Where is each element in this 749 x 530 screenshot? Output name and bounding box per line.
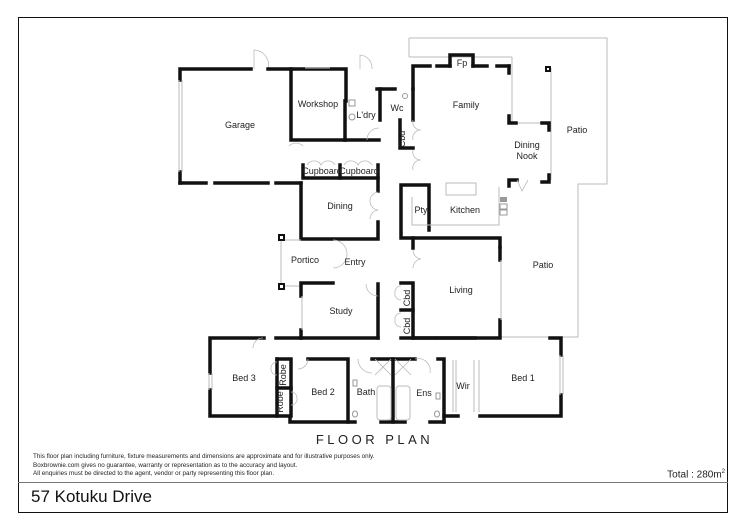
bedroom-wing-walls [208,336,564,424]
total-area-label: Total : 280m [667,469,722,481]
property-address: 57 Kotuku Drive [31,487,152,506]
room-label-cbd-living-2: Cbd [402,318,412,335]
room-label-laundry: L'dry [356,110,376,120]
cupboard-walls [301,160,380,180]
room-label-bath: Bath [357,387,376,397]
family-walls [411,53,551,192]
total-area: Total : 280m2 [667,469,725,480]
room-label-cbd-family: Cbd [397,131,407,148]
room-label-wc: Wc [391,103,404,113]
room-label-portico: Portico [291,255,319,265]
room-label-workshop: Workshop [298,99,338,109]
portico [278,234,348,290]
disclaimer-line-1: This floor plan including furniture, fix… [33,453,375,460]
laundry-wc-walls [343,54,415,150]
room-label-study: Study [329,306,353,316]
room-label-living: Living [449,285,473,295]
room-label-fireplace: Fp [457,58,468,68]
room-label-cupboard-2: Cupboard [339,166,379,176]
room-label-bed-1: Bed 1 [511,373,535,383]
room-label-pantry: Pty [414,205,428,215]
garage-walls [178,49,348,185]
workshop-walls [288,67,347,147]
room-label-kitchen: Kitchen [450,205,480,215]
room-label-garage: Garage [225,120,255,130]
room-label-family: Family [453,100,480,110]
room-label-patio-north: Patio [567,125,588,135]
room-label-dining: Dining [327,201,353,211]
floor-plan-frame [18,17,728,513]
room-label-patio-south: Patio [533,260,554,270]
room-label-wir: Wir [456,381,470,391]
footer-divider [18,482,728,483]
patio-outline [409,37,608,338]
room-label-cupboard-1: Cupboard [302,166,342,176]
room-label-bed-3: Bed 3 [232,373,256,383]
kitchen-walls [399,119,508,249]
room-label-ensuite: Ens [416,388,432,398]
floor-plan-title: FLOOR PLAN [315,432,434,447]
disclaimer-line-3: All enquiries must be directed to the ag… [33,470,275,478]
room-label-cbd-living-1: Cbd [402,290,412,307]
room-label-robe-bed3: Robe [278,364,288,386]
disclaimer: This floor plan including furniture, fix… [33,453,375,479]
dining-walls [299,176,380,241]
room-label-bed-2: Bed 2 [311,387,335,397]
room-label-entry: Entry [344,257,366,267]
total-area-unit-exponent: 2 [721,469,725,475]
disclaimer-line-2: Boxbrownie.com gives no guarantee, warra… [33,461,298,469]
room-label-robe-bed2: Robe [275,391,285,413]
